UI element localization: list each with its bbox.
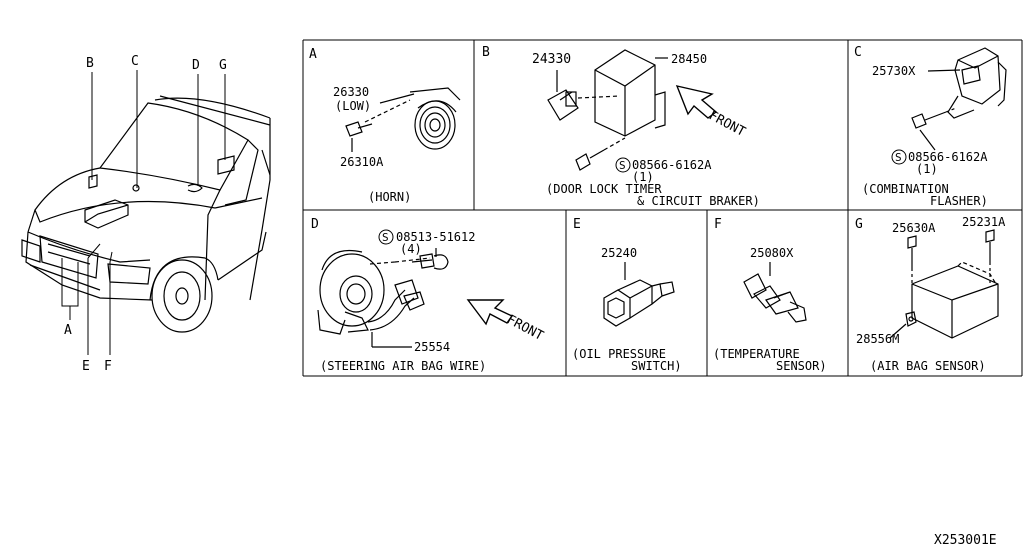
part-number-26310a: 26310A [340,155,384,169]
flasher-drawing [911,47,1007,151]
oil-caption-2: SWITCH) [631,359,682,373]
part-number-25554: 25554 [414,340,450,354]
panel-c-letter: C [854,45,862,60]
callout-f: F [104,359,112,374]
oil-caption-1: (OIL PRESSURE [572,347,666,361]
car-callout-leaders [61,70,226,355]
temp-sensor-drawing [743,262,807,323]
part-number-25080x: 25080X [750,246,794,260]
callout-c: C [131,54,139,69]
panel-g-letter: G [855,217,863,232]
front-arrow-icon [466,299,514,326]
part-number-28450: 28450 [671,52,707,66]
flasher-caption-2: FLASHER) [930,194,988,208]
front-label-d: FRONT [504,312,546,344]
oil-switch-drawing [603,262,675,327]
front-label: FRONT [706,108,748,140]
horn-caption: (HORN) [368,190,411,204]
screw-symbol-icon: S [891,149,907,165]
callout-a: A [64,323,72,338]
panel-b: B 24330 28450 FRONT S 08566-6162A (1) [482,45,760,208]
steering-caption: (STEERING AIR BAG WIRE) [320,359,486,373]
part-number-25231a: 25231A [962,215,1006,229]
part-number-26330: 26330 [333,85,369,99]
part-number-25240: 25240 [601,246,637,260]
panel-d-letter: D [311,217,319,232]
svg-text:S: S [895,151,902,164]
airbag-sensor-drawing [889,229,999,339]
panel-a: A 26330 (LOW) 26310A (HORN) [309,47,461,204]
panel-a-letter: A [309,47,317,62]
screw-symbol-icon: S [615,157,631,173]
door-lock-caption-2: & CIRCUIT BRAKER) [637,194,760,208]
airbag-sensor-caption: (AIR BAG SENSOR) [870,359,986,373]
horn-low-label: (LOW) [335,99,371,113]
flasher-caption-1: (COMBINATION [862,182,949,196]
panel-f-letter: F [714,217,722,232]
drawing-number: X253001E [934,533,997,548]
part-number-28556m: 28556M [856,332,899,346]
screw-number-c: 08566-6162A [908,150,988,164]
screw-symbol-icon: S [378,229,394,245]
callout-d: D [192,58,200,73]
door-lock-caption-1: (DOOR LOCK TIMER [546,182,662,196]
callout-g: G [219,58,227,73]
temp-caption-2: SENSOR) [776,359,827,373]
screw-qty-c: (1) [916,162,938,176]
panel-b-letter: B [482,45,490,60]
callout-e: E [82,359,90,374]
spiral-cable-drawing [317,248,449,348]
door-lock-timer-drawing [547,49,668,171]
panel-c: C 25730X S 08566-6162A (1) (COMBINATION … [854,45,1007,208]
screw-number-d: 08513-51612 [396,230,475,244]
panel-e: E 25240 (OIL PRESSURE SWITCH) [572,217,682,373]
panel-g: G 25630A 25231A 28556M (AIR BAG SENSOR) [855,215,1006,373]
svg-text:S: S [382,231,389,244]
screw-qty-b: (1) [632,170,654,184]
panel-e-letter: E [573,217,581,232]
svg-text:S: S [619,159,626,172]
temp-caption-1: (TEMPERATURE [713,347,800,361]
truck-illustration [21,95,271,333]
screw-number-b: 08566-6162A [632,158,712,172]
part-number-24330: 24330 [532,52,571,67]
panel-d: D S 08513-51612 (4) [311,217,546,373]
panel-f: F 25080X (TEMPERATURE SENSOR) [713,217,827,373]
panel-grid [302,39,1023,377]
screw-qty-d: (4) [400,242,422,256]
part-number-25630a: 25630A [892,221,936,235]
callout-b: B [86,56,94,71]
part-number-25730x: 25730X [872,64,916,78]
horn-drawing [345,87,461,152]
front-arrow-icon [675,85,718,119]
